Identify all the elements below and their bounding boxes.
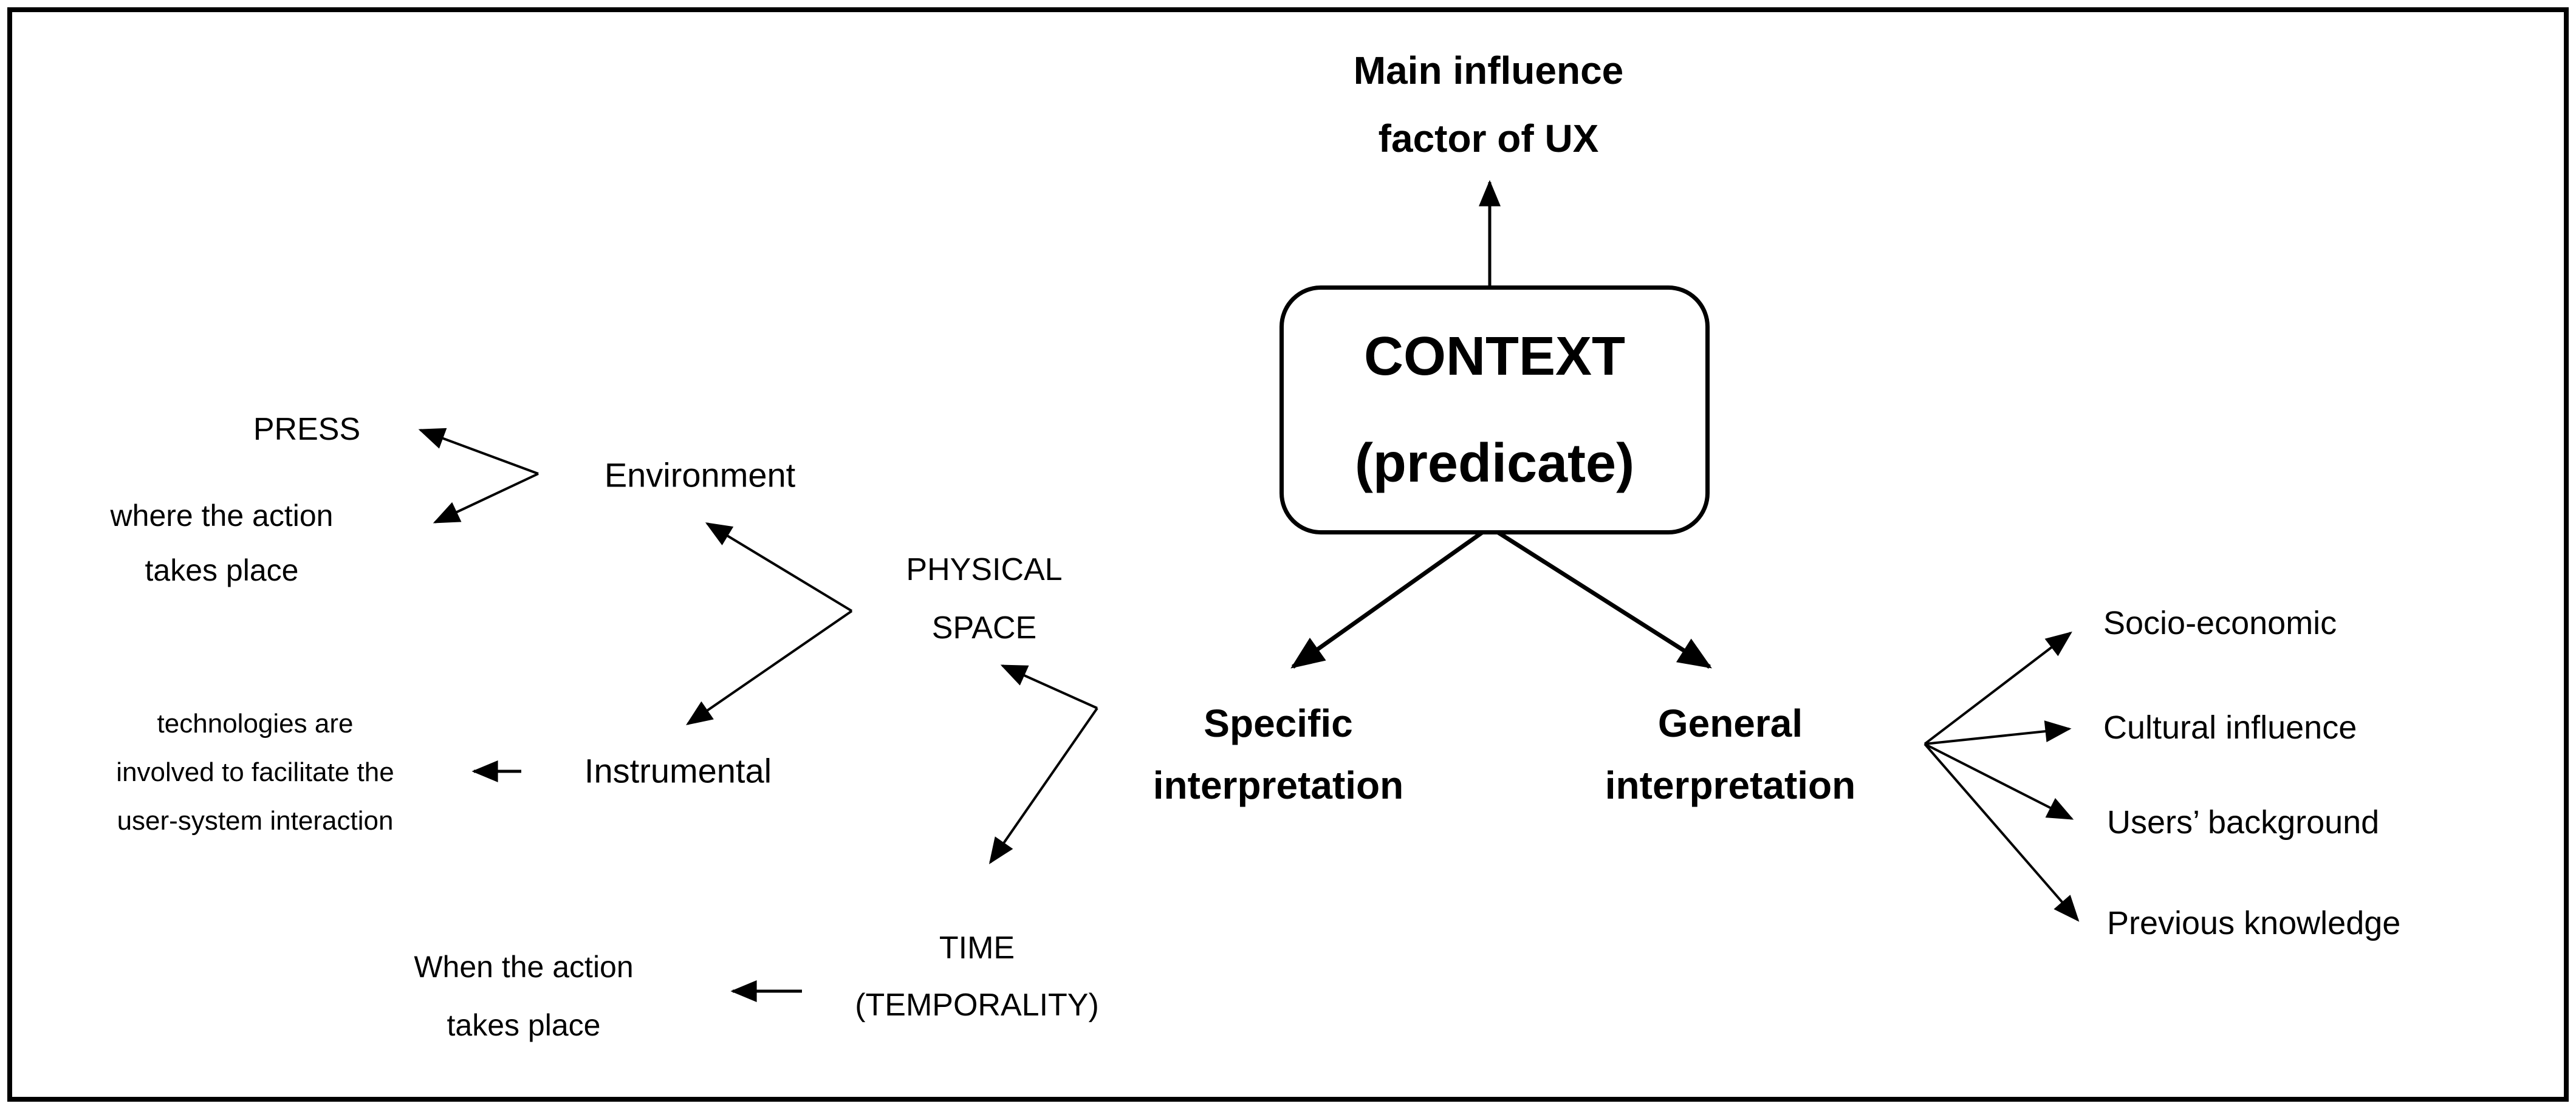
factor-socio-economic: Socio-economic	[2103, 605, 2337, 641]
where-action-description: where the action takes place	[110, 499, 334, 587]
arrow-general-to-previous-knowledge	[1923, 743, 2080, 922]
factor-cultural-influence: Cultural influence	[2103, 709, 2357, 746]
instrumental-label: Instrumental	[584, 751, 772, 790]
arrow-environment-to-where-action	[433, 473, 539, 524]
time-temporality-label: TIME (TEMPORALITY)	[855, 930, 1099, 1023]
arrow-context-to-general	[1488, 525, 1712, 669]
context-node: CONTEXT (predicate)	[1279, 285, 1710, 534]
context-node-label: CONTEXT (predicate)	[1354, 326, 1635, 494]
physical-space-label: PHYSICAL SPACE	[906, 552, 1063, 646]
arrow-to-physical-space	[1000, 664, 1098, 709]
when-action-description: When the action takes place	[414, 950, 634, 1042]
diagram-frame	[7, 7, 2569, 1102]
factor-users-background: Users’ background	[2107, 804, 2380, 841]
specific-interpretation-label: Specific interpretation	[1153, 701, 1404, 807]
arrow-general-to-cultural-influence	[1924, 720, 2072, 745]
factor-previous-knowledge: Previous knowledge	[2107, 905, 2401, 941]
arrow-environment-to-press	[418, 428, 539, 475]
arrow-general-to-socio-economic	[1923, 631, 2072, 745]
technologies-description: technologies are involved to facilitate …	[116, 709, 394, 836]
arrow-context-to-specific	[1290, 525, 1492, 669]
main-influence-label: Main influence factor of UX	[1353, 49, 1624, 160]
arrow-general-to-users-background	[1924, 743, 2074, 820]
press-label: PRESS	[253, 412, 361, 447]
arrow-physical-space-to-instrumental	[686, 610, 853, 726]
general-interpretation-label: General interpretation	[1605, 701, 1856, 807]
arrow-to-time	[988, 707, 1098, 864]
arrow-physical-space-to-environment	[705, 522, 853, 612]
environment-label: Environment	[604, 456, 796, 494]
